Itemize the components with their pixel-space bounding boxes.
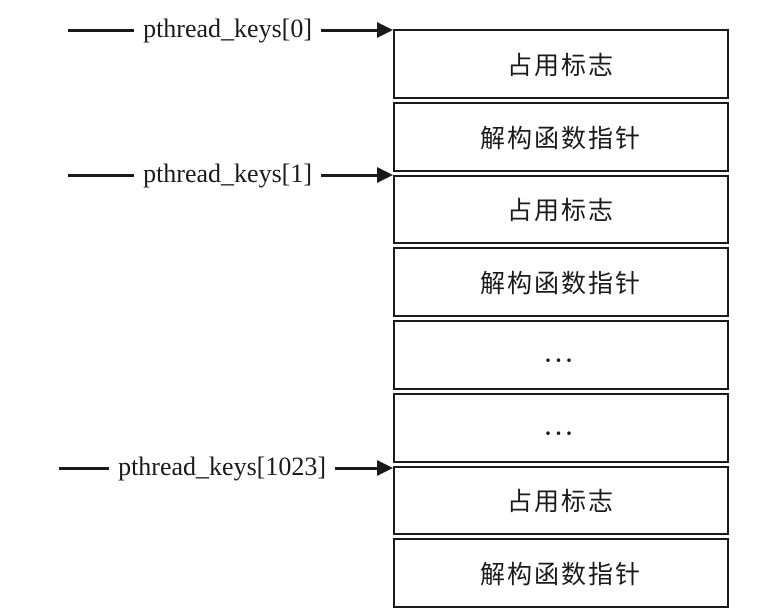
memory-cell-3: 解构函数指针 [393, 247, 729, 317]
lead-line [68, 173, 135, 177]
memory-cell-0: 占用标志 [393, 29, 729, 99]
pointer-pthread-keys-1: pthread_keys[1] [0, 158, 393, 192]
arrow [321, 22, 393, 38]
memory-cell-2: 占用标志 [393, 174, 729, 245]
memory-cell-1: 解构函数指针 [393, 101, 729, 172]
arrow-line [335, 466, 377, 470]
arrow-right-icon [377, 167, 393, 183]
memory-cell-4: ... [393, 320, 729, 390]
pthread-keys-table: 占用标志 解构函数指针 占用标志 解构函数指针 ... ... 占用标志 解构函… [393, 29, 729, 608]
pointer-pthread-keys-0: pthread_keys[0] [0, 13, 393, 47]
memory-cell-7: 解构函数指针 [393, 538, 729, 608]
pointer-pthread-keys-1023: pthread_keys[1023] [0, 451, 393, 485]
memory-cell-6: 占用标志 [393, 465, 729, 536]
lead-line [68, 28, 135, 32]
arrow-line [321, 28, 377, 32]
pointer-label: pthread_keys[1023] [118, 451, 326, 481]
arrow-right-icon [377, 22, 393, 38]
arrow [335, 460, 393, 476]
pointer-label: pthread_keys[0] [143, 13, 312, 43]
arrow-line [321, 173, 377, 177]
arrow-right-icon [377, 460, 393, 476]
arrow [321, 167, 393, 183]
lead-line [59, 466, 110, 470]
pointer-label: pthread_keys[1] [143, 158, 312, 188]
memory-cell-5: ... [393, 392, 729, 463]
